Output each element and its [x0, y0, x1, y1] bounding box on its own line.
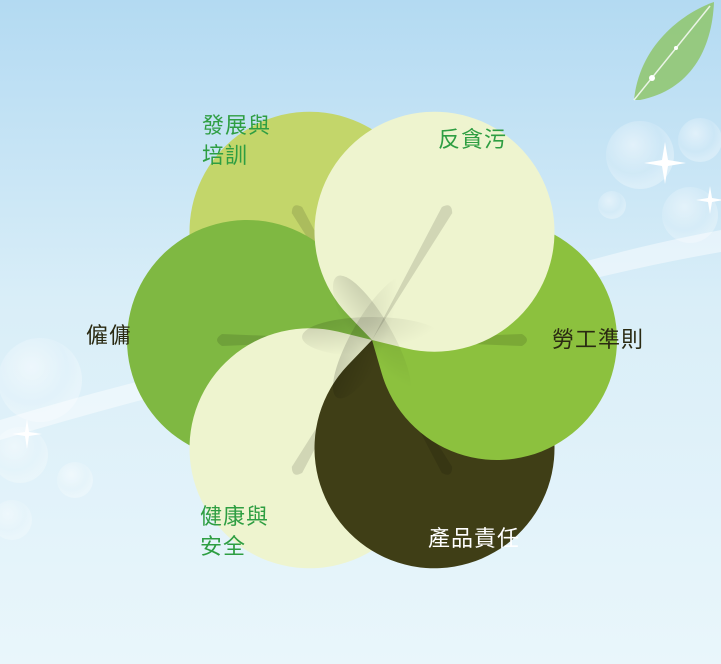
label-product: 產品責任	[428, 525, 520, 555]
label-product-line1: 產品責任	[428, 527, 521, 552]
label-health-line1: 健康與	[200, 505, 270, 530]
label-anti-corruption: 反貪污	[438, 126, 507, 156]
petal-group	[126, 111, 617, 569]
label-health-line2: 安全	[200, 535, 247, 560]
label-health: 健康與 安全	[200, 503, 269, 563]
label-development-line2: 培訓	[202, 144, 249, 169]
label-employment: 僱傭	[86, 322, 132, 352]
sparkle-icons	[12, 142, 721, 449]
label-development-line1: 發展與	[202, 114, 272, 139]
label-employment-line1: 僱傭	[86, 324, 133, 349]
label-labour: 勞工準則	[552, 326, 644, 356]
bubbles	[0, 118, 721, 540]
label-labour-line1: 勞工準則	[552, 328, 645, 353]
label-anti-corruption-line1: 反貪污	[438, 128, 508, 153]
center-shading	[302, 275, 442, 399]
leaf-icon	[633, 2, 714, 101]
label-development: 發展與 培訓	[202, 112, 271, 172]
